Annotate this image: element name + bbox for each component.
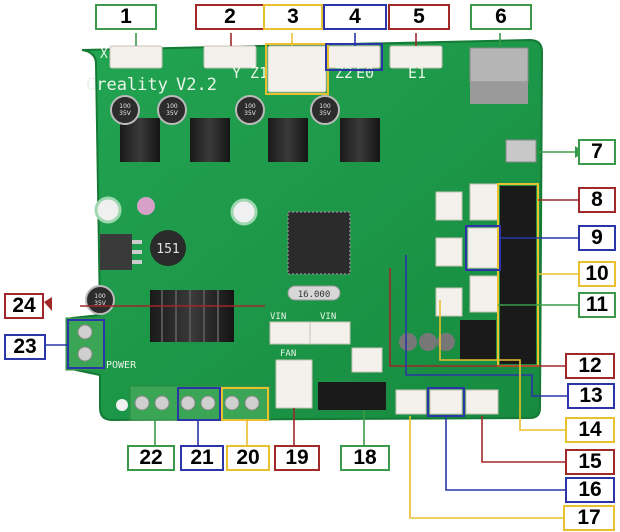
capacitor-text: 100 xyxy=(94,293,106,300)
crystal-text: 16.000 xyxy=(298,290,331,300)
z1-motor-connector xyxy=(267,45,327,93)
callout-7: 7 xyxy=(578,139,616,165)
axis-label-e1: E1 xyxy=(408,64,426,82)
mount-hole xyxy=(116,399,128,411)
heatsink xyxy=(340,118,380,162)
callout-9: 9 xyxy=(578,225,616,251)
callout-14: 14 xyxy=(565,417,615,443)
callout-21: 21 xyxy=(180,445,224,471)
capacitor-text: 100 xyxy=(119,103,131,110)
callout-1: 1 xyxy=(95,4,157,30)
usb-port xyxy=(505,139,537,163)
axis-label-x: X xyxy=(100,47,108,62)
capacitor-text: 100 xyxy=(166,103,178,110)
power-label: POWER xyxy=(106,360,137,371)
callout-20: 20 xyxy=(226,445,270,471)
endstop-connector xyxy=(469,183,499,221)
vin-connector xyxy=(309,321,351,345)
callout-23: 23 xyxy=(4,334,46,360)
capacitor-text: 100 xyxy=(319,103,331,110)
board-version-text: V2.2 xyxy=(176,75,217,95)
callout-18: 18 xyxy=(340,445,390,471)
heatsink xyxy=(120,118,160,162)
x-motor-connector xyxy=(109,45,163,69)
callout-2: 2 xyxy=(195,4,265,30)
mount-hole xyxy=(94,196,122,224)
capacitor-text: 100 xyxy=(244,103,256,110)
bottom-connector-16 xyxy=(429,389,463,415)
axis-label-z1: Z1 xyxy=(250,64,268,82)
callout-13: 13 xyxy=(567,383,615,409)
highlight-9 xyxy=(465,225,501,271)
vin-connector xyxy=(269,321,311,345)
callout-12: 12 xyxy=(565,353,615,379)
fan-label: FAN xyxy=(280,349,296,359)
callout-8: 8 xyxy=(578,187,616,213)
bottom-connector-15 xyxy=(465,389,499,415)
callout-5: 5 xyxy=(388,4,450,30)
axis-label-z2: Z2 xyxy=(335,64,353,82)
mcu-chip xyxy=(287,211,351,275)
highlight-23 xyxy=(67,319,105,369)
fan-connector xyxy=(351,347,383,373)
lcd-header xyxy=(500,186,536,364)
callout-16: 16 xyxy=(565,477,615,503)
fan-connector-19 xyxy=(275,359,313,409)
endstop-connector xyxy=(469,275,499,313)
capacitor-text: 35V xyxy=(119,110,132,117)
callout-22: 22 xyxy=(127,445,175,471)
axis-label-y: Y xyxy=(232,64,241,82)
heatsink xyxy=(190,118,230,162)
heatsink xyxy=(268,118,308,162)
exp-header xyxy=(318,382,386,410)
callout-15: 15 xyxy=(565,449,615,475)
highlight-21 xyxy=(177,387,221,421)
capacitor-text: 35V xyxy=(244,110,257,117)
icsp-header xyxy=(460,320,496,360)
voltage-regulator xyxy=(100,234,132,270)
highlight-20 xyxy=(221,387,269,421)
bottom-connector-17 xyxy=(395,389,427,415)
capacitor-text: 35V xyxy=(166,110,179,117)
small-capacitor xyxy=(137,197,155,215)
side-connector xyxy=(435,191,463,221)
callout-10: 10 xyxy=(578,261,616,287)
capacitor-text: 35V xyxy=(319,110,332,117)
axis-label-e0: E0 xyxy=(356,64,374,82)
crystal xyxy=(287,285,341,301)
endstop-connector xyxy=(467,227,499,269)
vin-label: VIN xyxy=(270,312,286,322)
thermistor-connector xyxy=(435,237,463,267)
capacitors xyxy=(85,95,340,315)
board-brand-text: Creality xyxy=(86,75,168,95)
stepper-heatsinks xyxy=(120,118,380,162)
sd-card-slot xyxy=(469,47,529,83)
callout-4: 4 xyxy=(323,4,387,30)
callout-24: 24 xyxy=(4,293,44,319)
capacitor-text: 35V xyxy=(94,300,107,307)
mosfet-heatsink xyxy=(150,290,234,342)
callout-6: 6 xyxy=(470,4,532,30)
callout-11: 11 xyxy=(578,292,616,318)
sd-card-slot-body xyxy=(470,82,528,104)
vin-label: VIN xyxy=(320,312,336,322)
highlight-z2 xyxy=(325,43,383,71)
callout-3: 3 xyxy=(263,4,323,30)
callout-19: 19 xyxy=(274,445,320,471)
inductor xyxy=(150,230,186,266)
y-motor-connector xyxy=(203,45,257,69)
inductor-text: 151 xyxy=(156,242,179,257)
mount-hole xyxy=(230,198,258,226)
callout-17: 17 xyxy=(563,505,615,531)
